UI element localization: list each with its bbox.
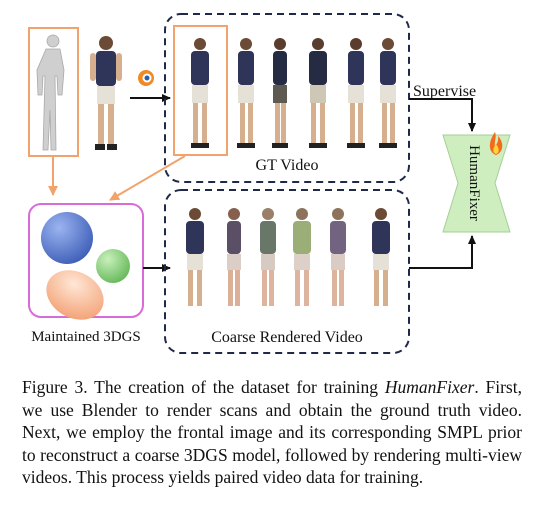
coarse-to-fixer-arrow — [409, 235, 476, 269]
mannequin-scan-icon — [36, 34, 65, 151]
coarse-video-box — [164, 189, 410, 354]
frontal-to-3dgs-arrow — [109, 155, 186, 201]
caption-suffix: . First, we use Blender to render scans … — [22, 377, 522, 487]
gaussian-blue — [41, 212, 93, 264]
caption-prefix: Figure 3. The creation of the dataset fo… — [22, 377, 385, 397]
coarse-video-label: Coarse Rendered Video — [211, 329, 363, 346]
caption-emphasis: HumanFixer — [384, 377, 475, 397]
person-photo-icon — [90, 36, 122, 150]
scan-box — [28, 27, 79, 157]
flame-icon — [489, 132, 503, 155]
frontal-frame-box — [173, 25, 228, 156]
maintained-3dgs-label: Maintained 3DGS — [31, 329, 141, 345]
humanfixer-block — [442, 134, 511, 233]
blender-icon — [138, 70, 154, 86]
figure-caption: Figure 3. The creation of the dataset fo… — [22, 376, 522, 489]
gt-frames — [191, 38, 397, 148]
gt-video-label: GT Video — [256, 157, 319, 174]
coarse-frames — [186, 208, 390, 306]
dataset-creation-figure: GT Video Supervise HumanFixer Maintained… — [28, 13, 511, 354]
humanfixer-label: HumanFixer — [466, 145, 482, 221]
supervise-label: Supervise — [413, 83, 476, 100]
gaussian-peach — [46, 270, 104, 320]
gaussian-green — [96, 249, 130, 283]
supervise-arrow — [409, 98, 476, 132]
